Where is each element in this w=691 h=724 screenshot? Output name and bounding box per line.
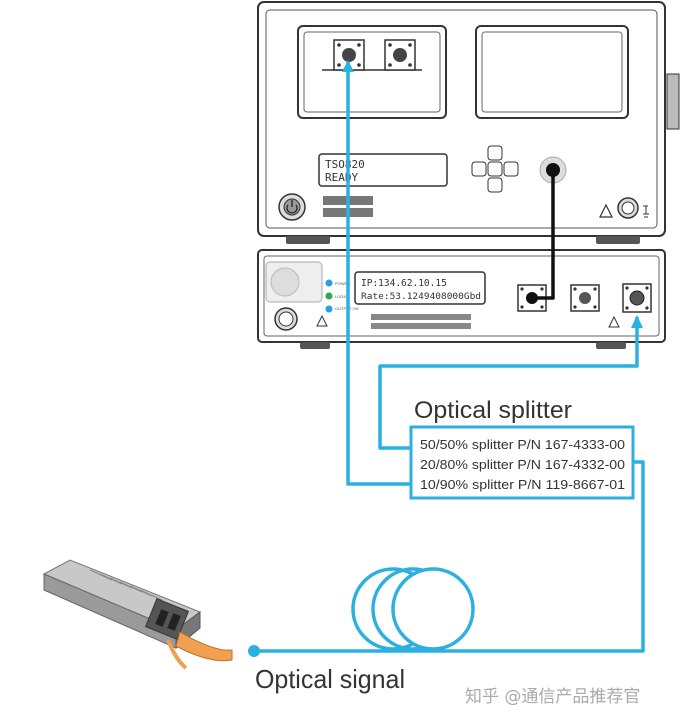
clock-cable [532,170,555,300]
warning-icon [599,203,613,218]
foot [596,236,640,244]
optical-signal-label: Optical signal [255,664,405,694]
led-label: POWER [335,281,350,286]
output-led [325,305,333,313]
splitter-item: 20/80% splitter P/N 167-4332-00 [420,457,625,472]
foot [596,342,626,349]
fiber-signal-path [255,460,645,653]
navigation-keypad[interactable] [471,145,519,193]
warning-icon [316,314,328,327]
rate-readout: Rate:53.1249408000Gbd [361,292,481,302]
vent-bar [371,323,471,329]
ground-connector[interactable] [617,197,639,219]
optical-transceiver-image [42,559,233,670]
ground-icon [643,205,649,218]
ip-readout: IP:134.62.10.15 [361,278,447,289]
led-label: LOGIC [335,294,348,299]
fiber-to-scope-module [346,62,410,486]
foot [286,236,330,244]
display-line-2: READY [325,171,358,184]
splitter-item: 10/90% splitter P/N 119-8667-01 [420,477,625,492]
rate-display [354,271,486,305]
optical-fibers [255,60,645,653]
splitter-title: Optical splitter [414,397,572,424]
clock-recovery-unit: POWER LOGIC OUTPUT ON IP:134.62.10.15 Ra… [257,249,666,349]
status-display [318,153,448,187]
fiber-to-clock-recovery [378,317,639,450]
recovered-clock-connector[interactable] [570,284,600,312]
module-window [297,25,447,119]
fiber-spool-icon [351,567,475,651]
display-line-1: TSO820 [325,158,365,171]
logic-led [325,292,333,300]
power-button[interactable] [278,193,306,221]
power-led [325,279,333,287]
warning-icon [608,315,620,328]
module-connector-right[interactable] [384,39,416,71]
optical-splitter-box [409,425,635,500]
splitter-item: 50/50% splitter P/N 167-4333-00 [420,437,625,452]
side-handle [666,73,680,130]
foot [300,342,330,349]
vent-bar [371,314,471,320]
knob[interactable] [270,267,300,297]
watermark: 知乎 @通信产品推荐官 [465,687,640,707]
oscilloscope-mainframe: TSO820 READY [257,1,680,244]
right-window [475,25,629,119]
signal-source-dot [248,645,260,657]
optical-input-connector[interactable] [622,283,652,313]
